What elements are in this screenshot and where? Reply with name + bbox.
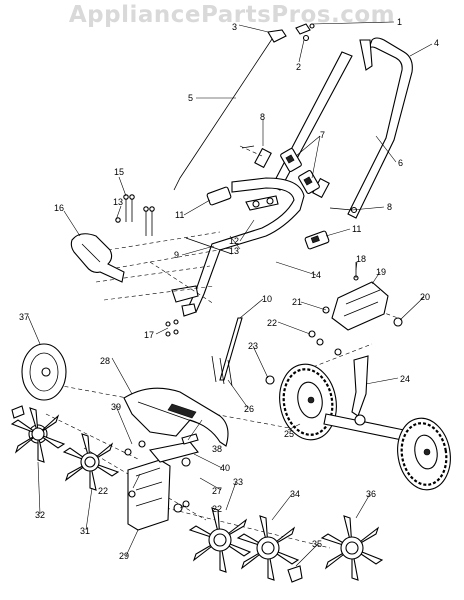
callout-13a: 13 [113,197,123,207]
callout-20: 20 [420,292,430,302]
callout-1: 1 [397,17,402,27]
tine-36 [320,515,384,581]
callout-8b: 8 [387,202,392,212]
handle-clamps [206,145,358,250]
drag-wheel [21,343,67,401]
callout-31: 31 [80,526,90,536]
callout-33: 33 [233,477,243,487]
callout-28: 28 [100,356,110,366]
callout-27: 27 [212,486,222,496]
callout-18: 18 [356,254,366,264]
callout-40: 40 [220,463,230,473]
callout-11b: 11 [352,224,361,234]
callout-5: 5 [188,93,193,103]
callout-38: 38 [212,444,222,454]
tine-34 [236,515,300,581]
callout-4: 4 [434,38,439,48]
tine-33 [188,507,252,573]
callout-34: 34 [290,489,300,499]
callout-7: 7 [320,130,325,140]
watermark: AppliancePartsPros.com [68,2,396,28]
wheel-rear [397,417,451,491]
callout-labels: 1 2 3 4 5 6 7 8 8 9 10 11 11 12 13 13 14… [19,17,439,561]
callout-3: 3 [232,22,237,32]
callout-17: 17 [144,330,154,340]
callout-14: 14 [311,270,321,280]
callout-35: 35 [312,539,322,549]
callout-11a: 11 [175,210,184,220]
callout-13b: 13 [229,246,239,256]
callout-32: 32 [35,510,45,520]
callout-9: 9 [174,250,179,260]
callout-2: 2 [296,62,301,72]
callout-6: 6 [398,158,403,168]
callout-37: 37 [19,312,29,322]
callout-22c: 22 [212,504,222,514]
callout-12: 12 [229,236,239,246]
transmission [127,441,199,531]
callout-29: 29 [119,551,129,561]
tine-shield [123,387,229,447]
callout-39: 39 [111,402,121,412]
callout-36: 36 [366,489,376,499]
callout-22b: 22 [98,486,108,496]
tine-31 [62,433,120,491]
callout-19: 19 [376,267,386,277]
hairpin-clips [11,405,303,583]
upper-handle [347,37,413,219]
callout-23: 23 [248,341,258,351]
tine-32 [10,407,66,463]
wheel-nut [265,375,275,385]
left-handle-grip [70,233,125,283]
shift-rod [211,317,243,387]
assembly-guide-lines [29,145,399,549]
callout-24: 24 [400,374,410,384]
wheel-front [279,363,337,441]
bolts [115,194,233,337]
callout-21: 21 [292,297,302,307]
callout-26: 26 [244,404,254,414]
control-cable [173,23,315,191]
callout-15: 15 [114,167,124,177]
callout-22a: 22 [267,318,277,328]
leader-lines [27,21,433,567]
callout-16: 16 [54,203,64,213]
wheel-bracket [308,262,403,356]
callout-10: 10 [262,294,272,304]
lower-handle [171,177,305,317]
callout-25: 25 [284,429,294,439]
callout-8a: 8 [260,112,265,122]
